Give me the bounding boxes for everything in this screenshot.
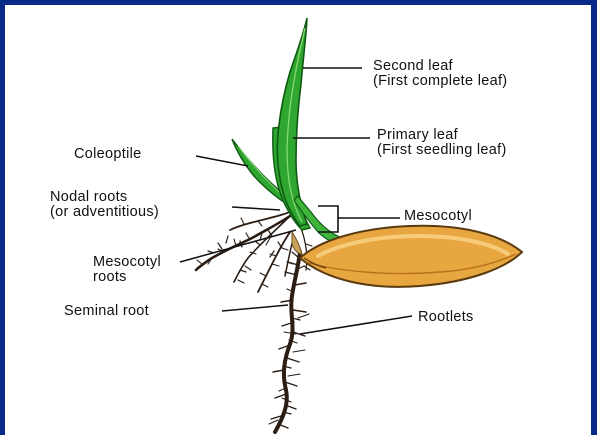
label-primary-leaf: Primary leaf bbox=[377, 128, 458, 143]
label-mesocotyl: Mesocotyl bbox=[404, 209, 472, 224]
label-second-leaf-sub: (First complete leaf) bbox=[373, 74, 507, 89]
leader-nodal-roots bbox=[232, 207, 280, 210]
seminal-root bbox=[271, 252, 306, 432]
label-mesocotyl-roots-sub: roots bbox=[93, 270, 127, 285]
label-coleoptile: Coleoptile bbox=[74, 147, 142, 162]
label-nodal-roots-sub: (or adventitious) bbox=[50, 205, 159, 220]
label-nodal-roots: Nodal roots bbox=[50, 190, 127, 205]
leader-seminal-root bbox=[222, 305, 288, 311]
label-rootlets: Rootlets bbox=[418, 310, 474, 325]
label-mesocotyl-roots: Mesocotyl bbox=[93, 255, 161, 270]
label-primary-leaf-sub: (First seedling leaf) bbox=[377, 143, 507, 158]
label-second-leaf: Second leaf bbox=[373, 59, 453, 74]
label-seminal-root: Seminal root bbox=[64, 304, 149, 319]
leader-rootlets bbox=[300, 316, 412, 334]
leader-mesocotyl-roots bbox=[180, 230, 296, 262]
